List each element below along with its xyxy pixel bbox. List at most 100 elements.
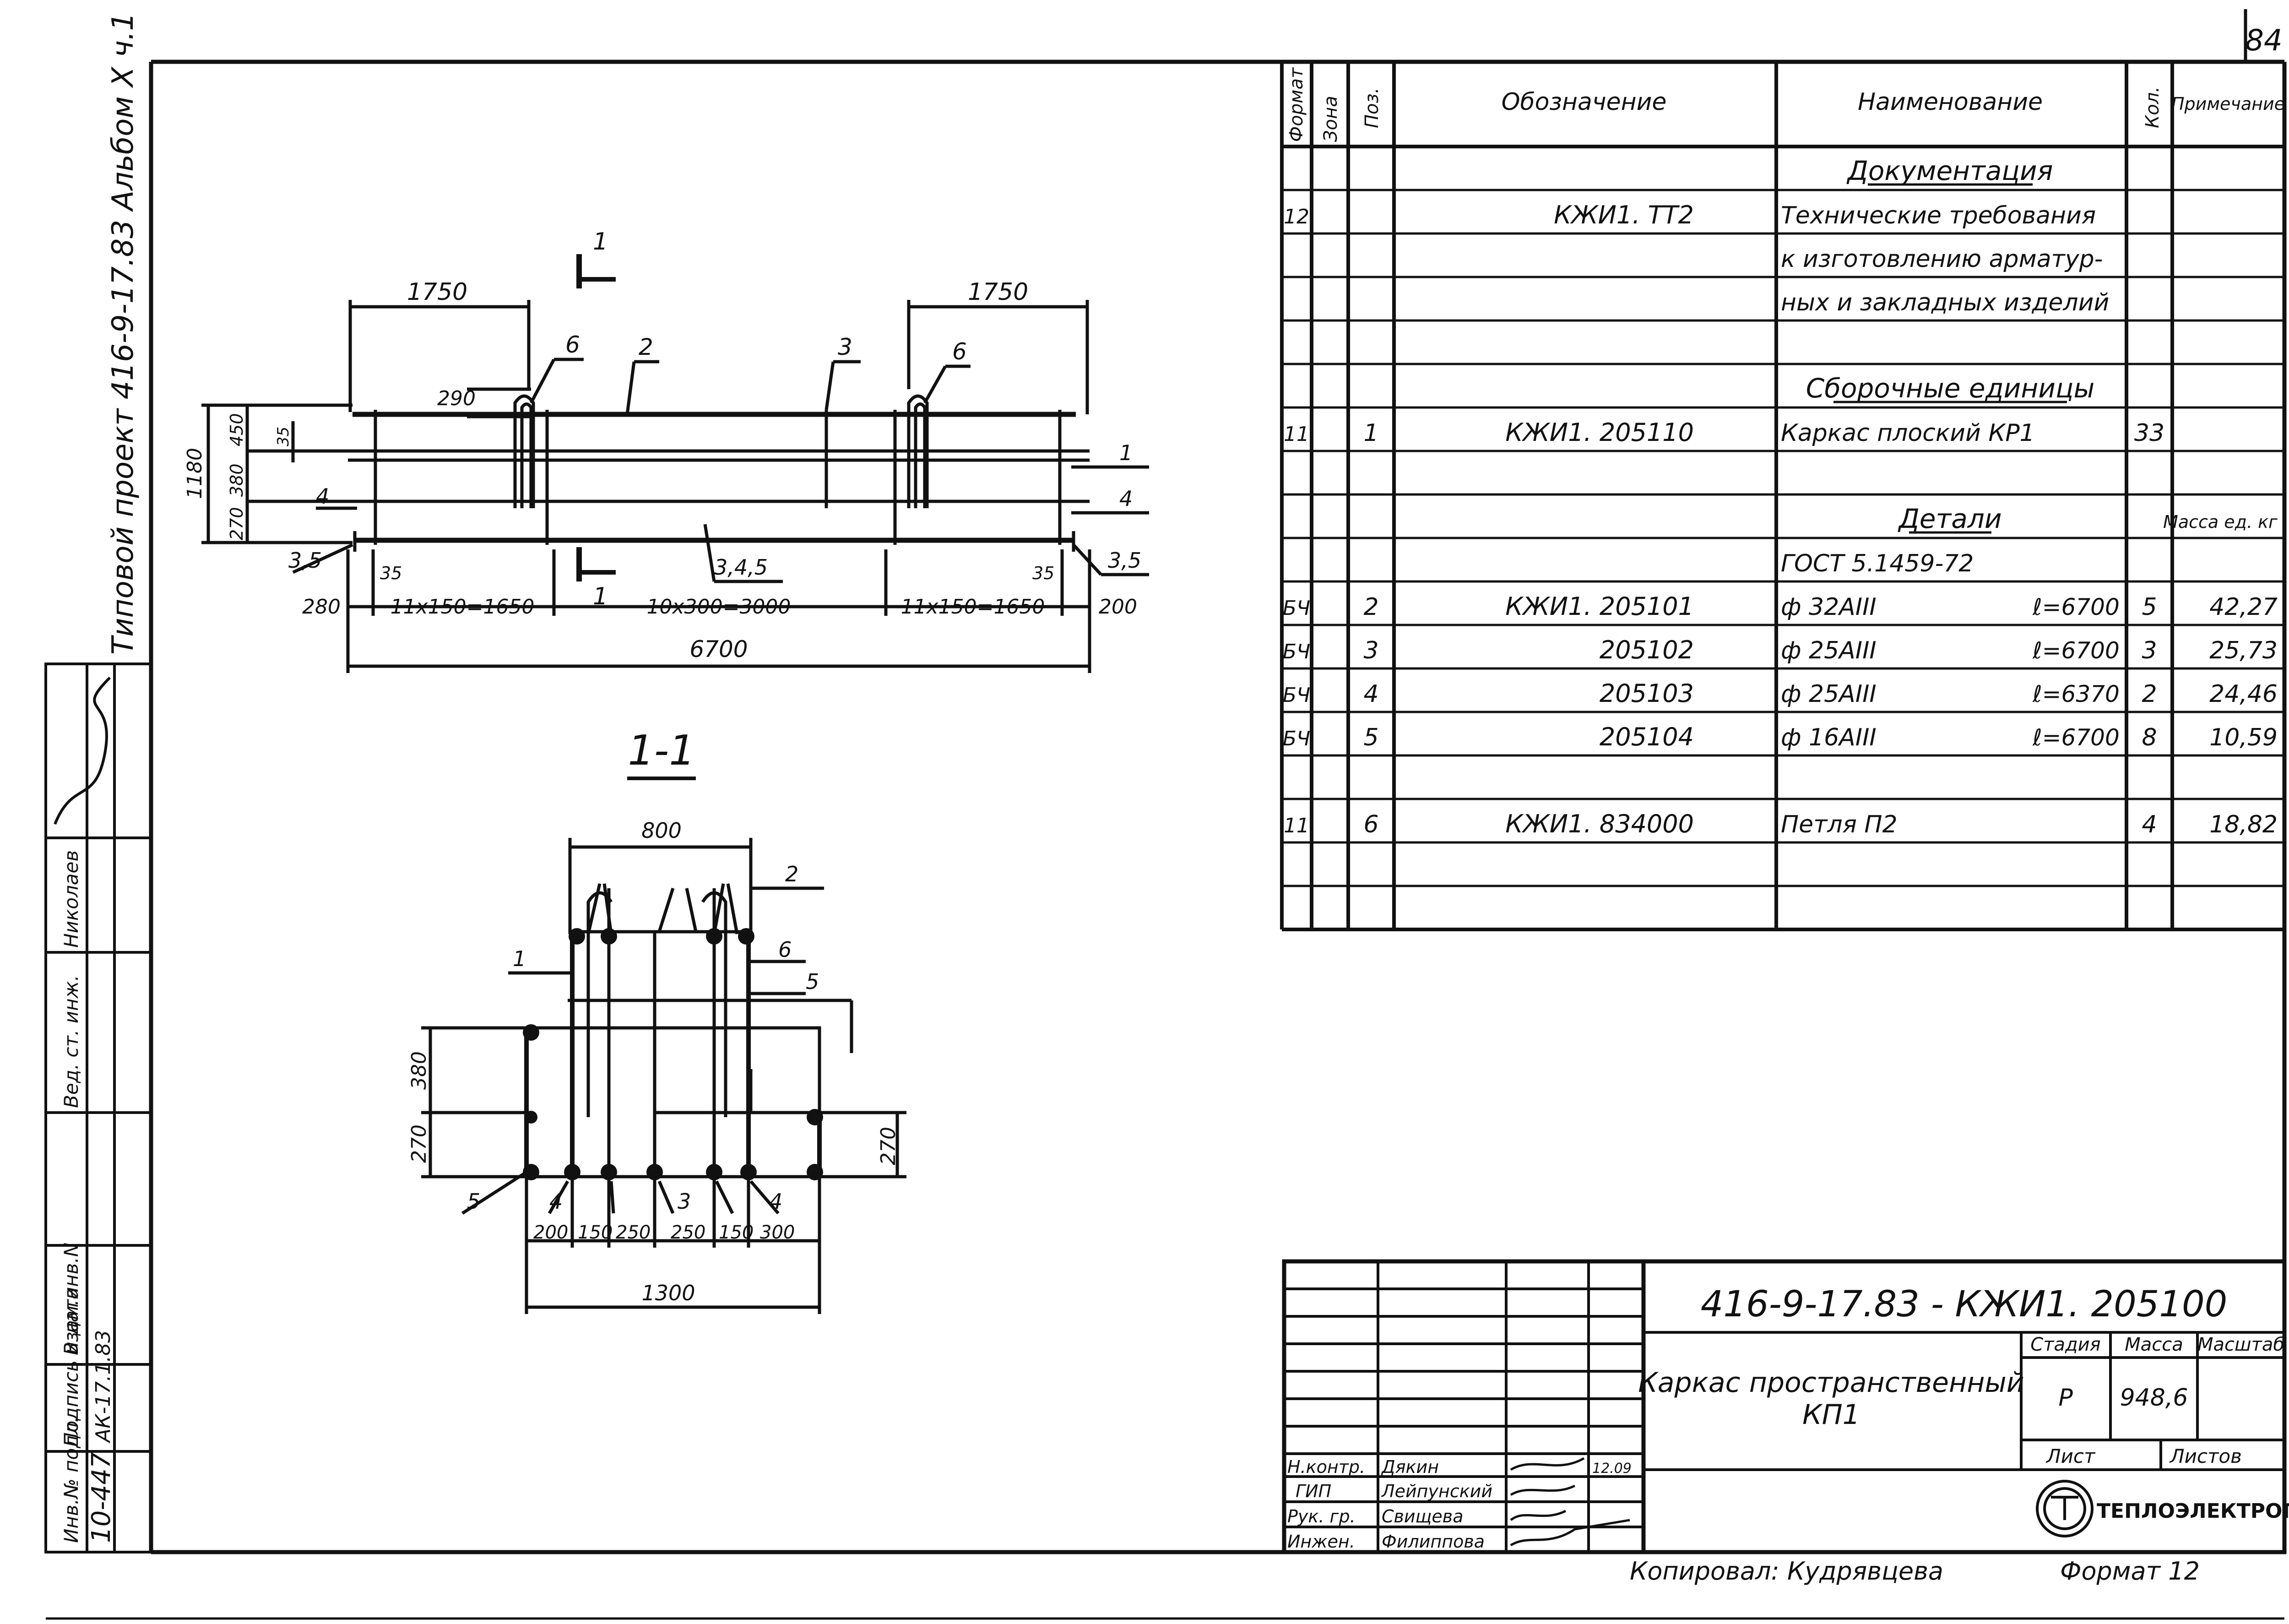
spec-cell-qty: 4 [2142,811,2157,838]
section-mark-top: 1 [593,228,608,255]
dim-290: 290 [437,387,476,410]
label-left-4: 4 [316,484,329,509]
spec-cell-name: Документация [1846,155,2053,186]
side-label-engineer: Вед. ст. инж. [60,975,82,1108]
org-name: ТЕПЛОЭЛЕКТРОПРОЕКТ [2097,1499,2289,1523]
spec-header-qty: Кол. [2142,87,2163,128]
dim-top-left: 1750 [407,278,467,306]
spec-cell-name: Петля П2 [1781,811,1898,838]
format-label: Формат 12 [2060,1557,2200,1586]
org-logo-icon [2036,1480,2094,1537]
sec-label-1: 1 [513,946,526,971]
leader-6-left: 6 [565,331,580,358]
sec-label-2: 2 [785,862,798,886]
leader-6-right: 6 [952,338,967,365]
spec-cell-name: ф 25AIII [1781,637,1877,664]
signatures [1510,1457,1630,1547]
signer-role-2: ГИП [1296,1481,1331,1501]
sec-dim-380: 380 [407,1051,431,1090]
spec-cell-designation: КЖИ1. 205101 [1505,592,1694,621]
sec-dim-250a: 250 [616,1222,651,1243]
sec-label-4-right: 4 [769,1189,782,1214]
signer-name-2: Лейпунский [1381,1481,1492,1501]
section-view [421,838,906,1314]
spec-cell-note: 10,59 [2209,724,2278,751]
spec-header-format: Формат [1286,67,1307,142]
spec-cell-note: 24,46 [2209,680,2278,708]
small-35-left: 35 [380,563,402,583]
album-title-block: Типовой проект 416-9-17.83 Альбом X ч.1 [106,12,140,655]
sheets-label: Листов [2169,1445,2242,1467]
sec-dim-150a: 150 [578,1222,613,1243]
spec-cell-note: 42,27 [2209,593,2278,621]
signer-name-1: Дякин [1381,1457,1439,1477]
signer-role-4: Инжен. [1287,1532,1355,1552]
spec-cell-qty: 3 [2142,637,2157,664]
spec-cell-name: Каркас плоский КР1 [1781,419,2035,447]
sec-dim-800: 800 [641,818,682,843]
sec-dim-1300: 1300 [641,1281,695,1305]
dim-380: 380 [227,463,247,497]
spec-cell-designation: КЖИ1. 205110 [1505,418,1694,447]
dim-1180: 1180 [183,448,206,499]
copied-by: Копировал: Кудрявцева [1630,1557,1943,1586]
spec-cell-name: Сборочные единицы [1806,373,2095,404]
dim-1650-left: 11x150=1650 [391,595,535,619]
spec-header-note: Примечание [2171,94,2285,114]
spec-cell-length: ℓ=6700 [2032,724,2120,751]
sec-dim-270-left: 270 [407,1124,431,1163]
dim-3000: 10x300=3000 [647,595,791,619]
signer-name-3: Свищева [1382,1506,1463,1526]
spec-cell-format: БЧ [1283,684,1310,707]
side-label-sign: Подпись и дата [60,1287,82,1447]
spec-table-grid [1280,62,2286,931]
spec-cell-designation: КЖИ1. ТТ2 [1554,201,1694,229]
elevation-view [201,254,1149,673]
signature-mark [54,676,111,825]
dim-1650-right: 11x150=1650 [901,595,1045,619]
spec-cell-note: 25,73 [2209,637,2278,664]
spec-cell-name: ных и закладных изделий [1781,289,2109,316]
spec-cell-name: к изготовлению арматур- [1781,245,2103,273]
spec-cell-designation: 205102 [1600,635,1694,664]
spec-cell-name: Детали [1897,503,2002,534]
spec-cell-note: Масса ед. кг [2163,512,2278,532]
sec-dim-300: 300 [760,1222,795,1243]
spec-cell-qty: 8 [2142,724,2157,751]
leader-3: 3 [838,334,852,360]
product-name-line2: КП1 [1802,1399,1860,1431]
spec-cell-format: 11 [1284,423,1309,446]
dim-200: 200 [1099,595,1137,619]
spec-cell-format: 11 [1284,814,1309,837]
sec-label-6: 6 [778,937,792,962]
side-stamp [44,663,152,1553]
sec-label-3: 3 [678,1189,691,1214]
spec-cell-pos: 6 [1363,811,1378,838]
leader-2: 2 [639,334,653,360]
spec-cell-designation: 205103 [1600,679,1694,708]
signer-role-3: Рук. гр. [1287,1506,1356,1526]
spec-cell-name: Технические требования [1781,202,2096,229]
spec-cell-name: ф 16AIII [1781,724,1877,751]
spec-cell-format: БЧ [1283,597,1310,620]
sec-dim-270-right: 270 [877,1127,900,1165]
sec-dim-200: 200 [533,1222,568,1243]
mass-label: Масса [2125,1334,2183,1355]
label-right-35: 3,5 [1108,548,1141,573]
signer-date-1: 12.09 [1592,1461,1632,1477]
label-right-1: 1 [1119,440,1133,465]
spec-cell-name: ГОСТ 5.1459-72 [1781,550,1974,577]
album-title: Типовой проект 416-9-17.83 Альбом X ч.1 [106,12,140,655]
sec-label-5-top: 5 [806,969,819,994]
side-label-replace: Взам.инв.N [60,1243,82,1355]
sec-dim-250b: 250 [671,1222,705,1243]
spec-cell-pos: 3 [1363,637,1378,664]
label-bottom-345: 3,4,5 [714,555,768,580]
side-value-inv: 10-447 [87,1452,116,1543]
spec-cell-format: БЧ [1283,727,1310,750]
spec-cell-qty: 5 [2142,593,2157,621]
spec-cell-length: ℓ=6370 [2032,681,2120,707]
